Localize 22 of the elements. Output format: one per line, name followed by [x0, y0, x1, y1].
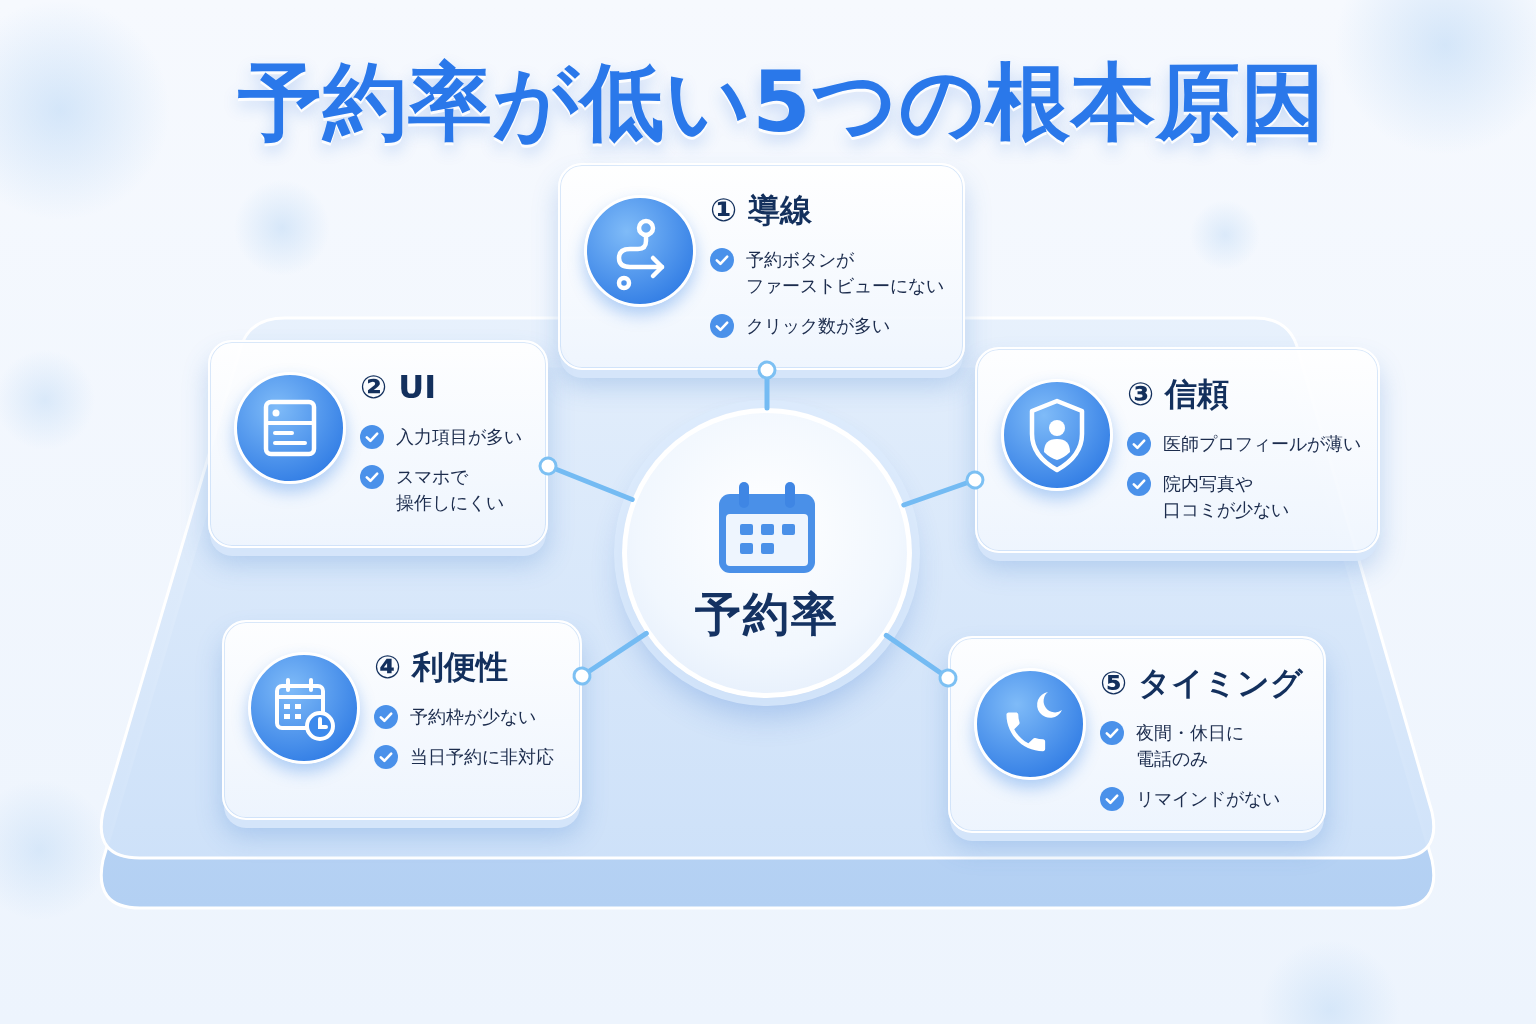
- bullet-text: 当日予約に非対応: [410, 745, 554, 769]
- bullet-text: クリック数が多い: [746, 314, 890, 338]
- card-heading: ② UI: [360, 367, 437, 408]
- hub-label: 予約率: [695, 587, 839, 641]
- card-heading: ⑤ タイミング: [1100, 663, 1304, 704]
- connector-line: [572, 630, 649, 686]
- bullet-text: 予約枠が少ない: [410, 705, 536, 729]
- connector-line: [538, 456, 635, 502]
- title: 予約率が低い5つの根本原因: [238, 56, 1326, 149]
- bullet-text: 入力項目が多い: [396, 425, 522, 449]
- connector-line: [901, 470, 985, 508]
- bullet-text: 院内写真や口コミが少ない: [1163, 472, 1290, 522]
- bullet-text: 医師プロフィールが薄い: [1163, 432, 1361, 456]
- bullet-text: 夜間・休日に電話のみ: [1136, 721, 1245, 771]
- card-heading: ④ 利便性: [374, 647, 509, 688]
- bullet-text: 予約ボタンがファーストビューにない: [746, 248, 945, 298]
- card-heading: ③ 信頼: [1127, 374, 1230, 415]
- connector-line: [883, 632, 958, 688]
- card-heading: ① 導線: [710, 190, 813, 231]
- bullet-text: スマホで操作しにくい: [396, 465, 505, 515]
- bullet-text: リマインドがない: [1136, 787, 1280, 811]
- connector-line: [757, 360, 777, 411]
